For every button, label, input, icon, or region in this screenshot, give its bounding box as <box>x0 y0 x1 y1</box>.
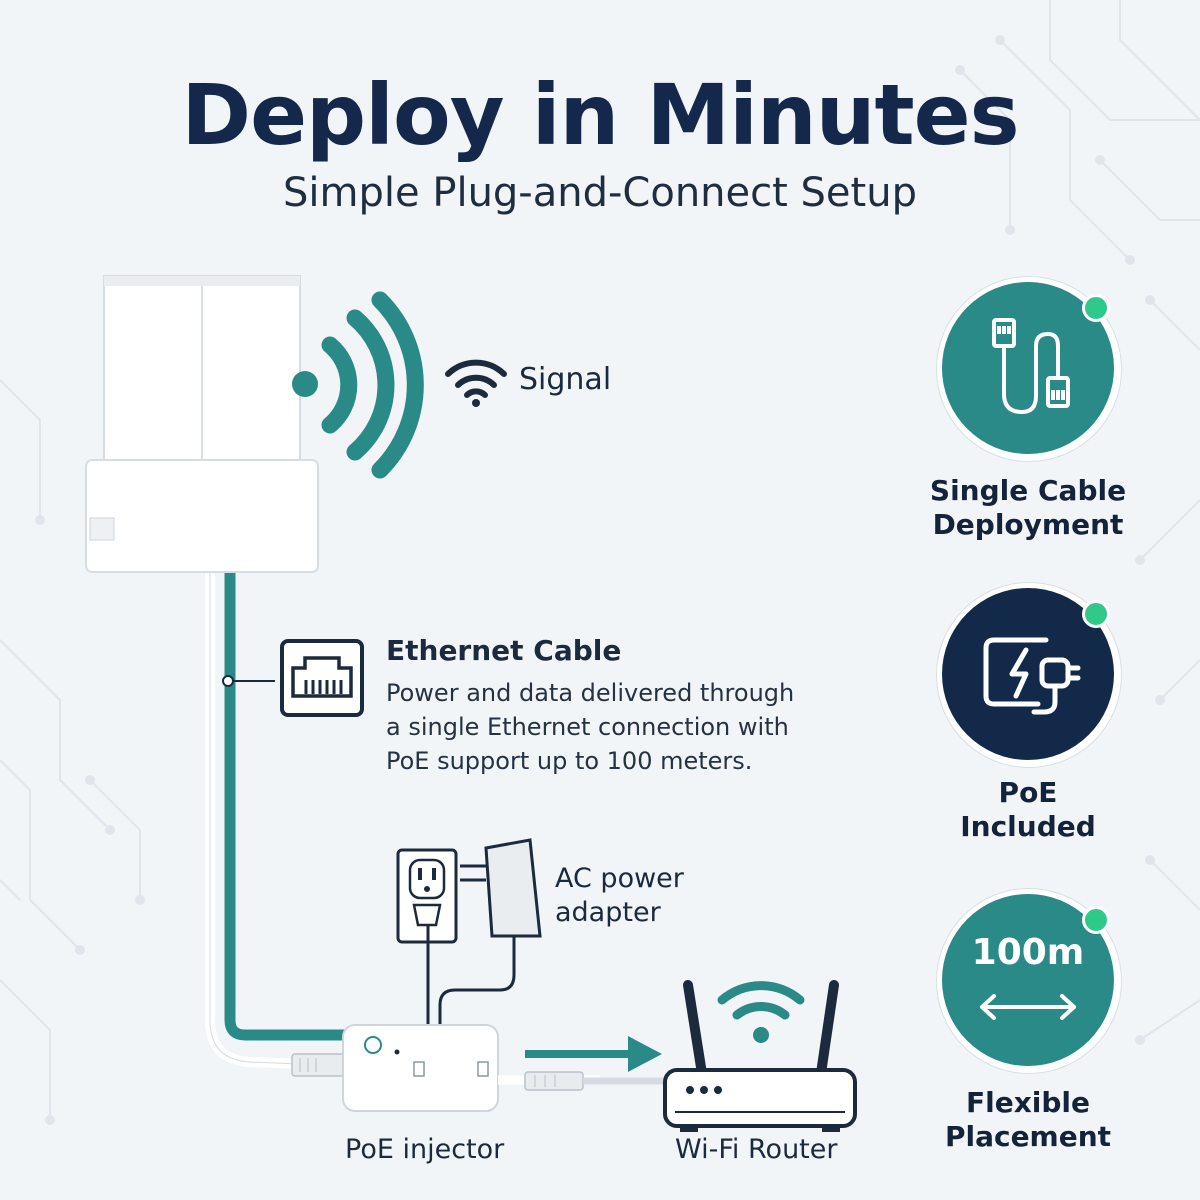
feature-flexible-placement: 100m Flexible Placement <box>908 888 1148 1168</box>
ethernet-port-icon <box>280 639 364 717</box>
ethernet-cable-title: Ethernet Cable <box>386 634 622 667</box>
feature-label-single-cable: Single Cable Deployment <box>929 474 1127 541</box>
rj45-plug-right <box>524 1071 584 1091</box>
ethernet-cable-icon <box>992 318 1070 414</box>
feature-label-flexible: Flexible Placement <box>944 1086 1112 1153</box>
feature-single-cable: Single Cable Deployment <box>908 276 1148 556</box>
ethernet-cable-description: Power and data delivered through a singl… <box>386 679 795 775</box>
distance-arrow-icon <box>980 994 1076 1020</box>
wifi-router <box>663 980 857 1132</box>
distance-value: 100m <box>971 932 1085 973</box>
signal-waves <box>321 291 424 479</box>
power-plug-icon <box>983 637 1081 715</box>
signal-label: Signal <box>519 362 612 397</box>
poe-injector-device <box>342 1024 499 1112</box>
ethernet-cable <box>205 555 305 1069</box>
rj45-plug-left <box>291 1053 345 1077</box>
poe-injector-label: PoE injector <box>345 1134 505 1165</box>
access-point-device <box>85 275 319 573</box>
feature-label-poe: PoE Included <box>960 776 1096 843</box>
feature-poe-included: PoE Included <box>908 582 1148 862</box>
ac-adapter <box>438 838 542 1030</box>
router-wifi-icon <box>717 981 805 1020</box>
ethernet-cable-highlight <box>224 564 356 1041</box>
page-subtitle: Simple Plug-and-Connect Setup <box>283 170 917 216</box>
cable-callout-dot <box>222 675 234 687</box>
status-dot <box>1082 906 1110 934</box>
status-dot <box>1082 294 1110 322</box>
status-dot <box>1082 600 1110 628</box>
wall-outlet <box>396 848 458 1040</box>
ac-adapter-label: AC power adapter <box>555 863 684 928</box>
page-title: Deploy in Minutes <box>181 66 1019 164</box>
wifi-router-label: Wi-Fi Router <box>675 1134 838 1165</box>
wifi-icon <box>445 359 507 407</box>
